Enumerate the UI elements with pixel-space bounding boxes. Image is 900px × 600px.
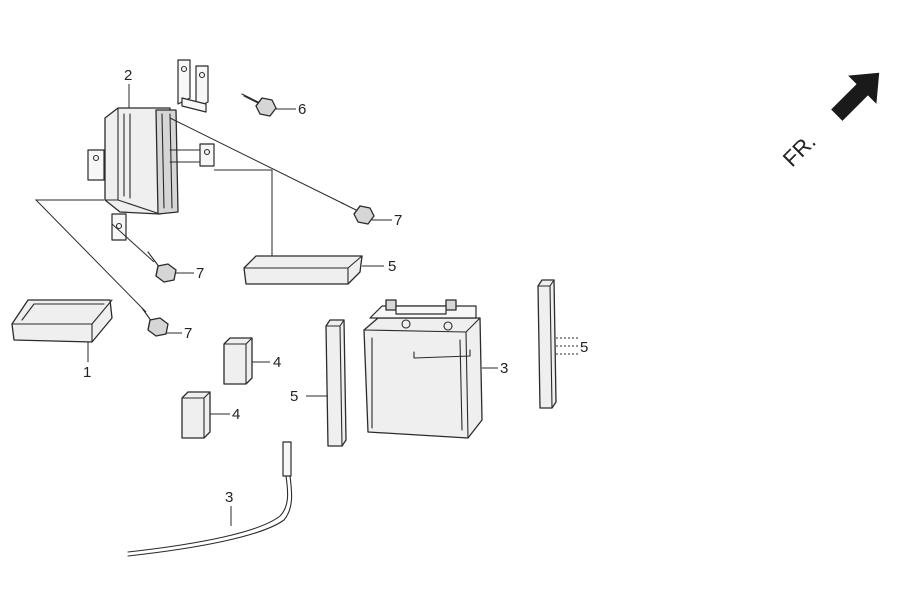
callout-7-low: 7 [184, 325, 192, 342]
battery-bracket [87, 59, 215, 241]
bolt-7-low [141, 307, 169, 337]
pad-5-right [537, 279, 557, 409]
bolt-7-mid [147, 251, 177, 283]
bolt-7-top [341, 202, 375, 225]
callout-4-upper: 4 [273, 354, 281, 371]
callout-3-wire: 3 [225, 489, 233, 506]
callout-6: 6 [298, 101, 306, 118]
pad-1 [11, 299, 113, 343]
bolt-6 [241, 93, 277, 117]
pad-5-left [325, 319, 347, 447]
vent-tube-3 [127, 441, 293, 557]
front-direction-label: FR. [778, 129, 821, 172]
callout-5-left: 5 [290, 388, 298, 405]
front-direction-indicator: FR. [778, 72, 880, 172]
leader-lines [34, 84, 580, 526]
battery-3 [363, 299, 483, 439]
callout-7-mid: 7 [196, 265, 204, 282]
block-4-lower [181, 391, 211, 439]
callout-5-right: 5 [580, 339, 588, 356]
callout-5-top: 5 [388, 258, 396, 275]
pad-5-top [243, 255, 363, 285]
callout-4-lower: 4 [232, 406, 240, 423]
callout-3-battery: 3 [500, 360, 508, 377]
callout-1: 1 [83, 364, 91, 381]
block-4-upper [223, 337, 253, 385]
callout-7-top: 7 [394, 212, 402, 229]
callout-2: 2 [124, 67, 132, 84]
front-direction-arrow-icon [831, 72, 880, 121]
